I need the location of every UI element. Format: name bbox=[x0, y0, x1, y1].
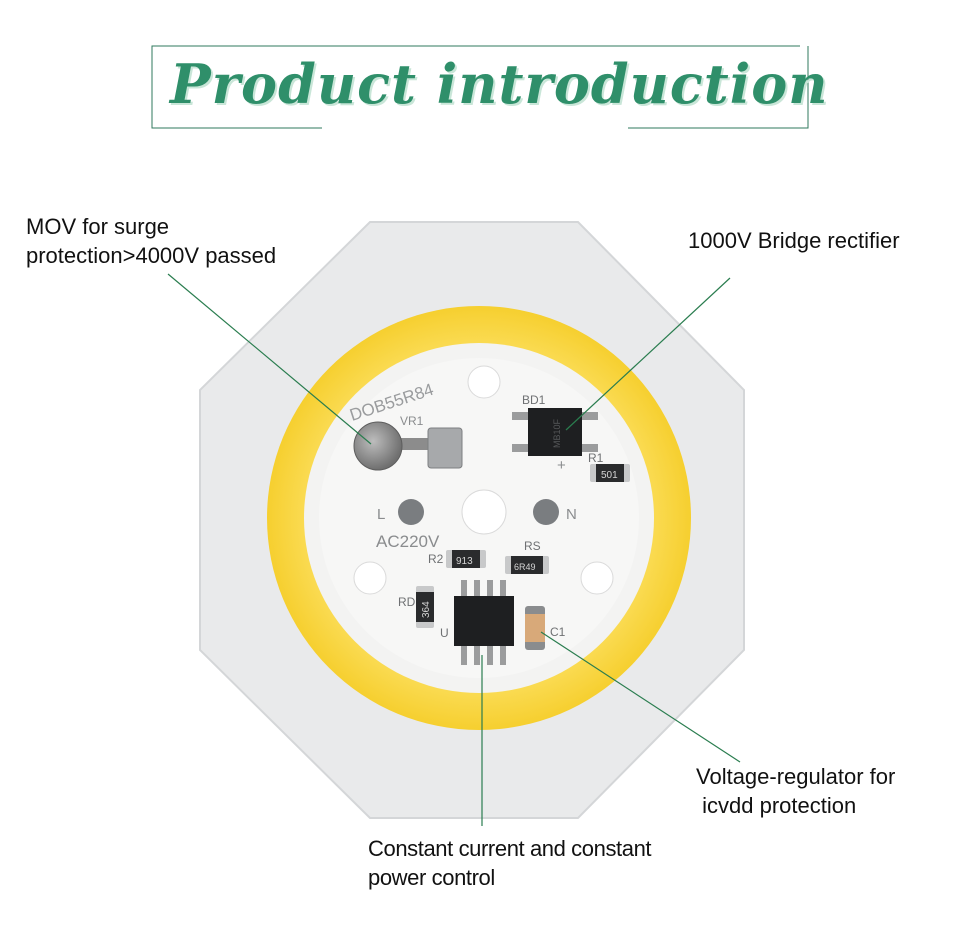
page-title: Product introduction bbox=[170, 52, 829, 116]
pad-n bbox=[533, 499, 559, 525]
ic-pins-bottom bbox=[461, 645, 506, 665]
resistor-r1 bbox=[596, 464, 624, 482]
callout-regulator: Voltage-regulator for icvdd protection bbox=[696, 762, 895, 820]
pad-n-label: N bbox=[566, 506, 577, 523]
callout-bridge-text: 1000V Bridge rectifier bbox=[688, 228, 900, 253]
mov-varistor bbox=[353, 421, 403, 471]
rd-label: RD bbox=[398, 595, 416, 609]
r2-marking: 913 bbox=[456, 556, 473, 567]
callout-regulator-line2: icvdd protection bbox=[696, 793, 857, 818]
mount-hole bbox=[461, 489, 507, 535]
leader-line-regulator bbox=[540, 631, 741, 763]
ic-pins-top bbox=[461, 580, 506, 598]
leader-line-bridge bbox=[565, 277, 731, 431]
callout-mov: MOV for surge protection>4000V passed bbox=[26, 212, 276, 270]
c1-label: C1 bbox=[550, 625, 566, 639]
callout-constant-line2: power control bbox=[368, 865, 495, 890]
mount-hole bbox=[467, 365, 501, 399]
pad-l-label: L bbox=[377, 506, 385, 523]
r2-label: R2 bbox=[428, 552, 444, 566]
rd-marking: 364 bbox=[421, 601, 432, 618]
vr1-label: VR1 bbox=[400, 414, 424, 428]
bridge-rectifier-chip bbox=[528, 408, 582, 456]
board-voltage: AC220V bbox=[376, 532, 440, 551]
callout-mov-line2: protection>4000V passed bbox=[26, 243, 277, 268]
resistor-rs bbox=[511, 556, 543, 574]
u-label: U bbox=[440, 626, 449, 640]
bd1-label: BD1 bbox=[522, 393, 546, 407]
callout-bridge: 1000V Bridge rectifier bbox=[688, 226, 900, 255]
callout-constant-line1: Constant current and constant bbox=[368, 836, 652, 861]
mount-hole bbox=[353, 561, 387, 595]
driver-ic bbox=[454, 596, 514, 646]
leader-line-mov bbox=[167, 273, 372, 445]
rs-label: RS bbox=[524, 539, 541, 553]
pad-l bbox=[398, 499, 424, 525]
resistor-rd bbox=[416, 592, 434, 622]
callout-mov-line1: MOV for surge bbox=[26, 214, 170, 239]
callout-constant: Constant current and constant power cont… bbox=[368, 834, 652, 892]
title-frame bbox=[151, 45, 809, 129]
plus-label: + bbox=[557, 457, 566, 474]
resistor-r2 bbox=[452, 550, 480, 568]
capacitor-c1 bbox=[525, 614, 545, 642]
mov-pad bbox=[427, 427, 463, 469]
bd1-marking: MB10F bbox=[552, 418, 562, 448]
r1-marking: 501 bbox=[601, 470, 618, 481]
callout-regulator-line1: Voltage-regulator for bbox=[696, 764, 896, 789]
mount-hole bbox=[580, 561, 614, 595]
r1-label: R1 bbox=[588, 451, 604, 465]
rs-marking: 6R49 bbox=[514, 562, 536, 572]
